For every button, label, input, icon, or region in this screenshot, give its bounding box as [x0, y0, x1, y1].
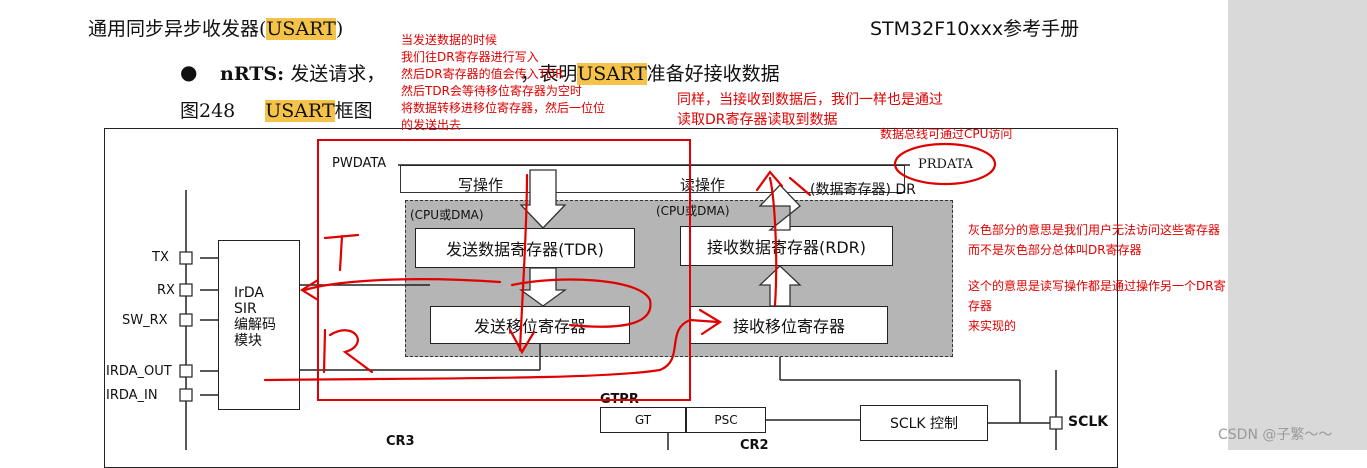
- write-flow-note: 当发送数据的时候 我们往DR寄存器进行写入 然后DR寄存器的值会传入TDR 然后…: [401, 33, 606, 132]
- pin-irda-in: IRDA_IN: [106, 388, 158, 403]
- read-op-label: 读操作: [680, 176, 726, 194]
- pin-rx: RX: [157, 283, 175, 298]
- csdn-watermark: CSDN @子繁～～: [1218, 427, 1333, 443]
- write-op-label: 写操作: [458, 176, 504, 194]
- cpu-dma-left: (CPU或DMA): [410, 208, 484, 222]
- read-flow-note: 同样，当接收到数据后，我们一样也是通过 读取DR寄存器读取到数据: [677, 92, 943, 128]
- pin-irda-out: IRDA_OUT: [106, 364, 172, 379]
- prdata-label: PRDATA: [918, 157, 973, 172]
- chapter-title: 通用同步异步收发器(USART): [88, 18, 344, 40]
- cr2-label: CR2: [740, 438, 769, 453]
- bullet-dot: ●: [180, 60, 198, 84]
- right-gray-margin: [1228, 0, 1367, 450]
- gt-box: GT: [600, 407, 686, 433]
- sclk-pin: SCLK: [1068, 414, 1109, 430]
- cpu-dma-right: (CPU或DMA): [656, 204, 730, 218]
- rw-operation-note: 这个的意思是读写操作都是通过操作另一个DR寄存器 来实现的: [968, 279, 1226, 333]
- title-highlight: USART: [266, 18, 336, 40]
- pwdata-label: PWDATA: [332, 156, 387, 171]
- pin-tx: TX: [152, 250, 169, 265]
- data-register-label: (数据寄存器) DR: [810, 182, 916, 198]
- pin-sw-rx: SW_RX: [122, 313, 168, 328]
- manual-name: STM32F10xxx参考手册: [870, 18, 1080, 40]
- cr3-label: CR3: [386, 434, 415, 449]
- diagram-wiring: [179, 139, 1063, 450]
- irda-block: IrDA SIR 编解码 模块: [218, 240, 300, 410]
- nrts-line: nRTS: 发送请求，，表明USART准备好接收数据: [220, 63, 780, 85]
- bus-note: 数据总线可通过CPU访问: [880, 127, 1013, 141]
- dr-bar: [400, 165, 905, 193]
- gray-region-note: 灰色部分的意思是我们用户无法访问这些寄存器 而不是灰色部分总体叫DR寄存器: [968, 223, 1221, 257]
- sclk-control-box: SCLK 控制: [860, 405, 988, 441]
- psc-box: PSC: [686, 407, 766, 433]
- document-page: 通用同步异步收发器(USART) STM32F10xxx参考手册 ● nRTS:…: [88, 18, 1226, 468]
- tx-shift-register: 发送移位寄存器: [430, 306, 630, 344]
